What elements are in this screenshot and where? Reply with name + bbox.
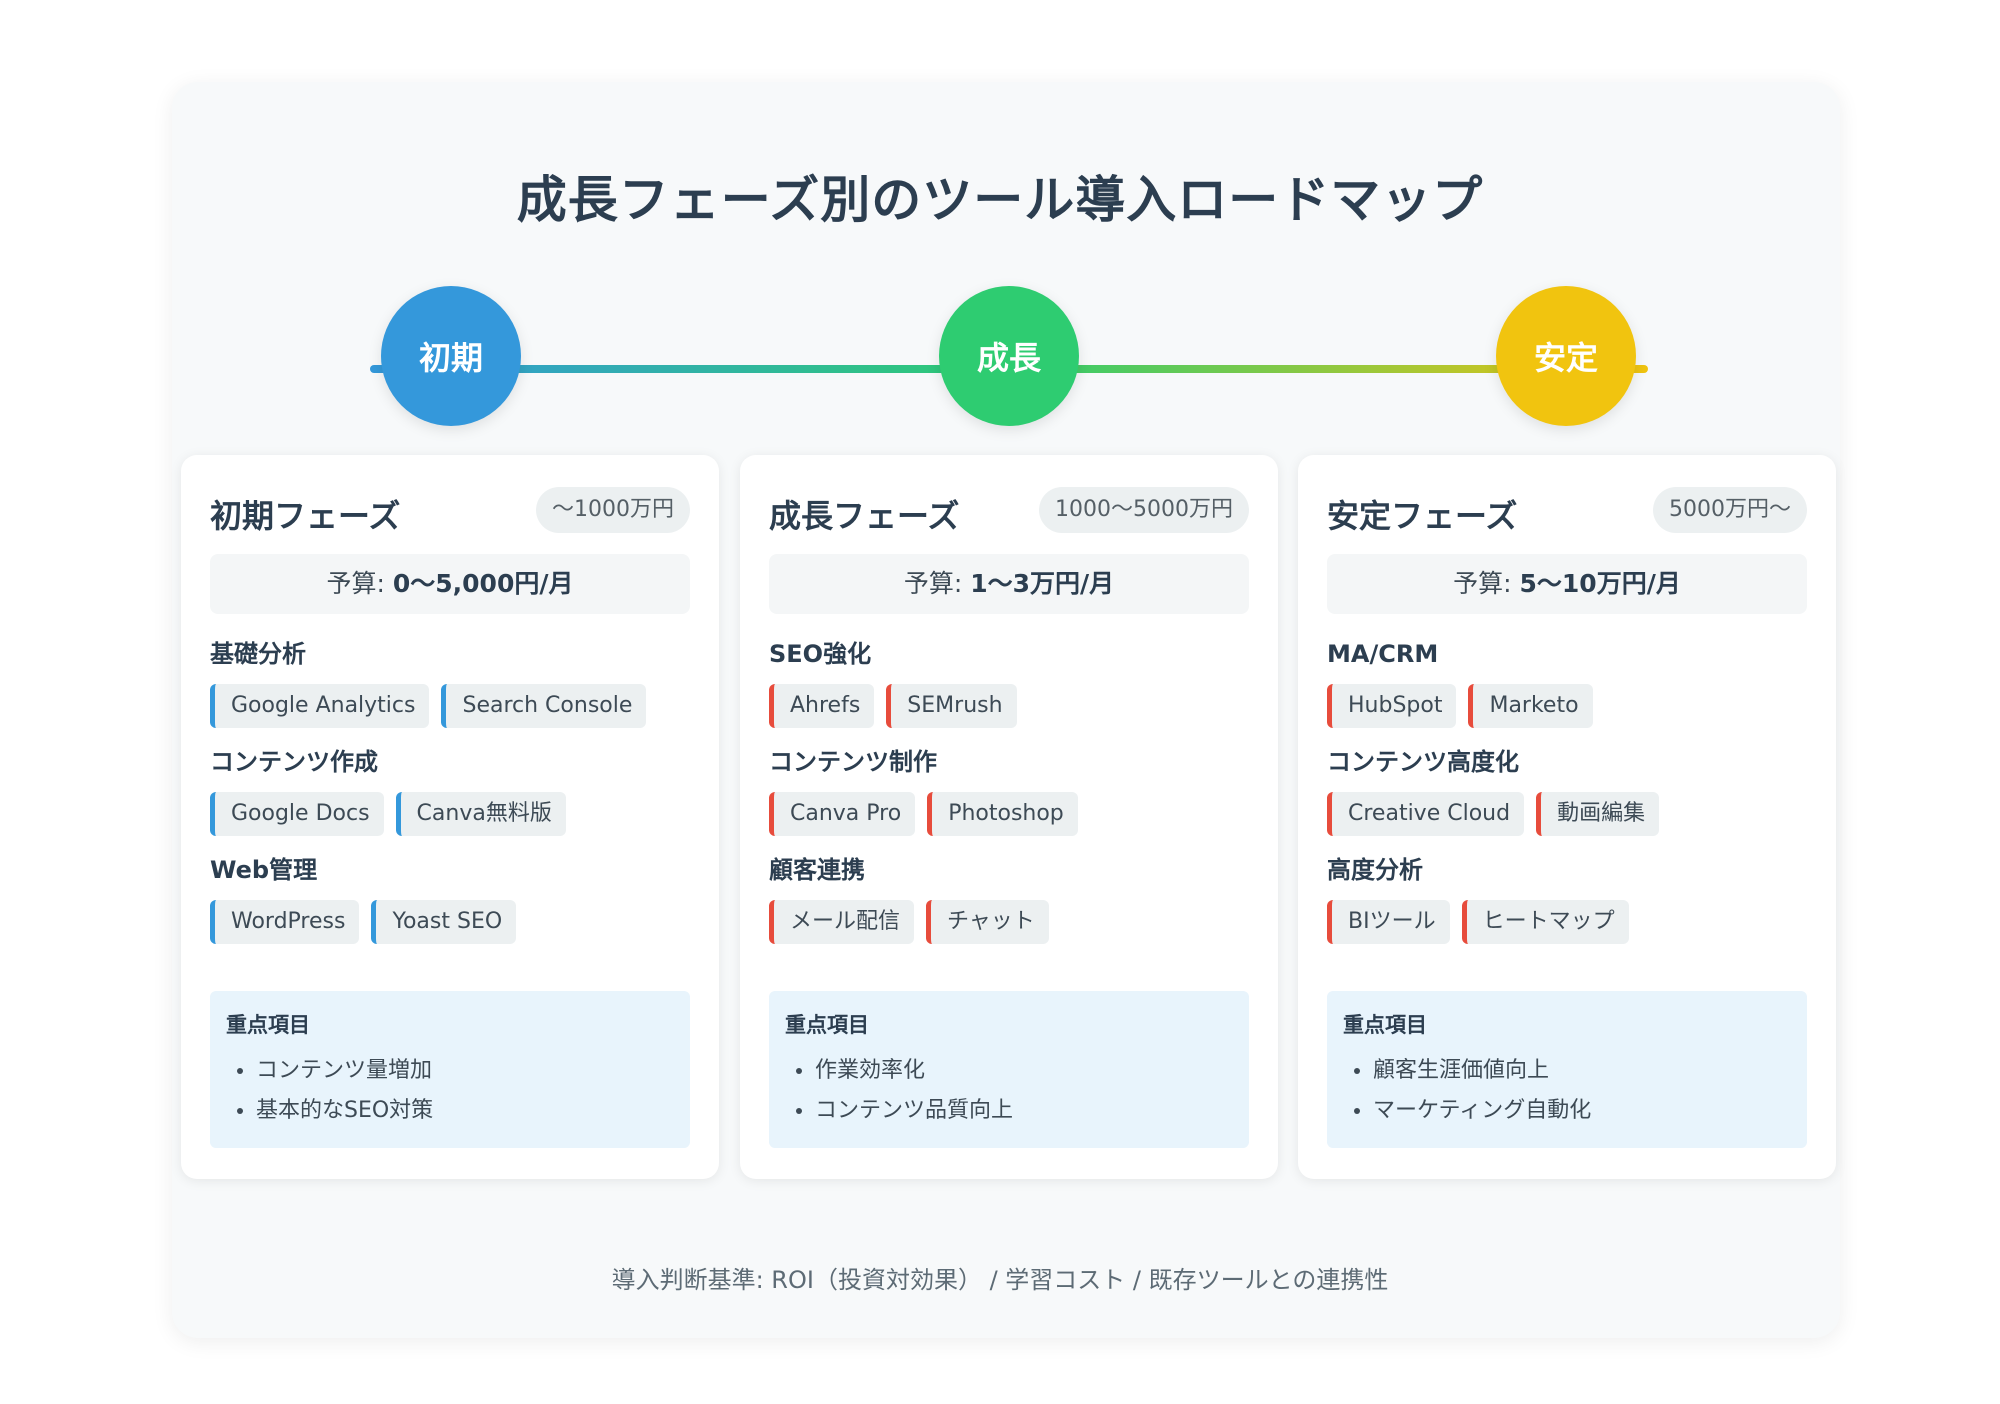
tool-chip: Ahrefs xyxy=(769,684,875,728)
tool-chip: ヒートマップ xyxy=(1461,900,1629,944)
phase-card-stable: 安定フェーズ 5000万円〜 予算: 5〜10万円/月 MA/CRM HubSp… xyxy=(1298,455,1836,1179)
tool-group-label: Web管理 xyxy=(210,856,318,884)
budget-value: 1〜3万円/月 xyxy=(970,569,1115,598)
timeline-node-stable: 安定 xyxy=(1496,286,1636,426)
tool-group-label: 高度分析 xyxy=(1327,856,1423,884)
budget-box: 予算: 1〜3万円/月 xyxy=(769,554,1249,614)
tool-chip: Marketo xyxy=(1468,684,1593,728)
focus-title: 重点項目 xyxy=(785,1013,869,1037)
tool-chip: Canva無料版 xyxy=(395,792,566,836)
tool-chip: Canva Pro xyxy=(769,792,916,836)
phase-card-initial: 初期フェーズ 〜1000万円 予算: 0〜5,000円/月 基礎分析 Googl… xyxy=(181,455,719,1179)
tool-chip: 動画編集 xyxy=(1536,792,1660,836)
tool-chip: BIツール xyxy=(1327,900,1450,944)
budget-value: 0〜5,000円/月 xyxy=(392,569,574,598)
tool-chip: HubSpot xyxy=(1327,684,1457,728)
timeline-node-initial: 初期 xyxy=(381,286,521,426)
focus-box: 重点項目 コンテンツ量増加 基本的なSEO対策 xyxy=(210,991,690,1148)
tool-chip: チャット xyxy=(926,900,1049,944)
focus-title: 重点項目 xyxy=(226,1013,310,1037)
budget-box: 予算: 0〜5,000円/月 xyxy=(210,554,690,614)
budget-label: 予算: xyxy=(903,569,971,598)
phase-card-title: 安定フェーズ xyxy=(1327,497,1518,535)
tool-group-label: 基礎分析 xyxy=(210,640,306,668)
budget-value: 5〜10万円/月 xyxy=(1519,569,1681,598)
revenue-range-badge: 〜1000万円 xyxy=(536,487,690,533)
budget-label: 予算: xyxy=(326,569,393,598)
phase-card-title: 成長フェーズ xyxy=(769,497,960,535)
tool-chip: Google Analytics xyxy=(210,684,430,728)
focus-box: 重点項目 顧客生涯価値向上 マーケティング自動化 xyxy=(1327,991,1807,1148)
focus-item: 顧客生涯価値向上 xyxy=(1373,1051,1591,1091)
phase-card-title: 初期フェーズ xyxy=(210,497,401,535)
revenue-range-badge: 5000万円〜 xyxy=(1653,487,1807,533)
timeline-node-growth: 成長 xyxy=(939,286,1079,426)
tool-group-label: 顧客連携 xyxy=(769,856,865,884)
budget-label: 予算: xyxy=(1453,569,1520,598)
tool-group-label: SEO強化 xyxy=(769,640,872,668)
phase-card-growth: 成長フェーズ 1000〜5000万円 予算: 1〜3万円/月 SEO強化 Ahr… xyxy=(740,455,1278,1179)
tool-group-label: コンテンツ高度化 xyxy=(1327,748,1519,776)
revenue-range-badge: 1000〜5000万円 xyxy=(1039,487,1249,533)
focus-item: コンテンツ量増加 xyxy=(256,1051,433,1091)
focus-title: 重点項目 xyxy=(1343,1013,1427,1037)
page-title: 成長フェーズ別のツール導入ロードマップ xyxy=(516,171,1484,229)
tool-chip: Search Console xyxy=(441,684,647,728)
tool-chip: Yoast SEO xyxy=(371,900,517,944)
tool-chip: Google Docs xyxy=(210,792,384,836)
tool-group-label: MA/CRM xyxy=(1327,640,1439,668)
focus-box: 重点項目 作業効率化 コンテンツ品質向上 xyxy=(769,991,1249,1148)
tool-group-label: コンテンツ制作 xyxy=(769,748,937,776)
focus-item: 作業効率化 xyxy=(815,1051,1013,1091)
tool-chip: メール配信 xyxy=(769,900,915,944)
budget-box: 予算: 5〜10万円/月 xyxy=(1327,554,1807,614)
focus-item: コンテンツ品質向上 xyxy=(815,1091,1013,1131)
tool-chip: SEMrush xyxy=(886,684,1017,728)
tool-chip: Photoshop xyxy=(927,792,1078,836)
selection-criteria-footer: 導入判断基準: ROI（投資対効果） / 学習コスト / 既存ツールとの連携性 xyxy=(611,1266,1389,1294)
focus-item: マーケティング自動化 xyxy=(1373,1091,1591,1131)
focus-item: 基本的なSEO対策 xyxy=(256,1091,433,1131)
tool-chip: Creative Cloud xyxy=(1327,792,1525,836)
tool-group-label: コンテンツ作成 xyxy=(210,748,378,776)
tool-chip: WordPress xyxy=(210,900,360,944)
